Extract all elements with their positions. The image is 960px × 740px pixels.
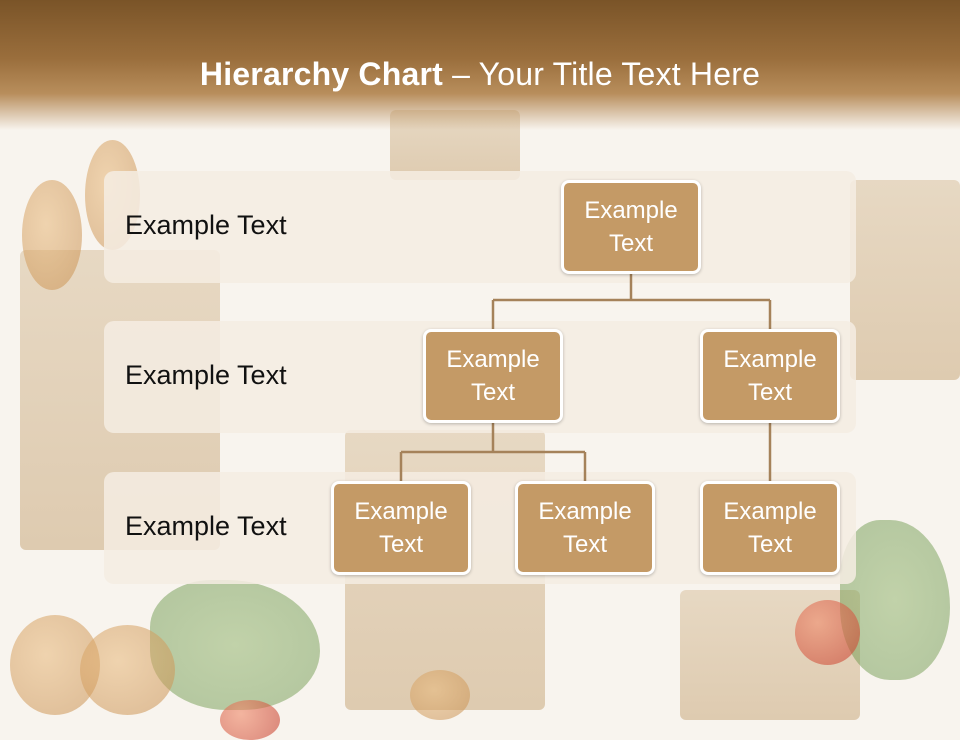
level-label-3: Example Text [125,511,287,541]
bread-image [410,670,470,720]
level-label-2: Example Text [125,360,287,390]
level-label-1: Example Text [125,210,287,240]
connector-left [399,423,587,482]
bread-image [22,180,82,290]
connector-root [491,273,772,330]
bread-image [80,625,175,715]
paper-bag-image [850,180,960,380]
level-band-1 [104,171,856,283]
title-bar [0,0,960,130]
greens-image [150,580,320,710]
apple-image [795,600,860,665]
title-dash: – [443,56,479,92]
connector-lines [399,273,772,482]
slide-title: Hierarchy Chart – Your Title Text Here [0,56,960,93]
title-rest: Your Title Text Here [478,56,761,92]
title-bold: Hierarchy Chart [199,56,443,92]
greens-image [840,520,950,680]
